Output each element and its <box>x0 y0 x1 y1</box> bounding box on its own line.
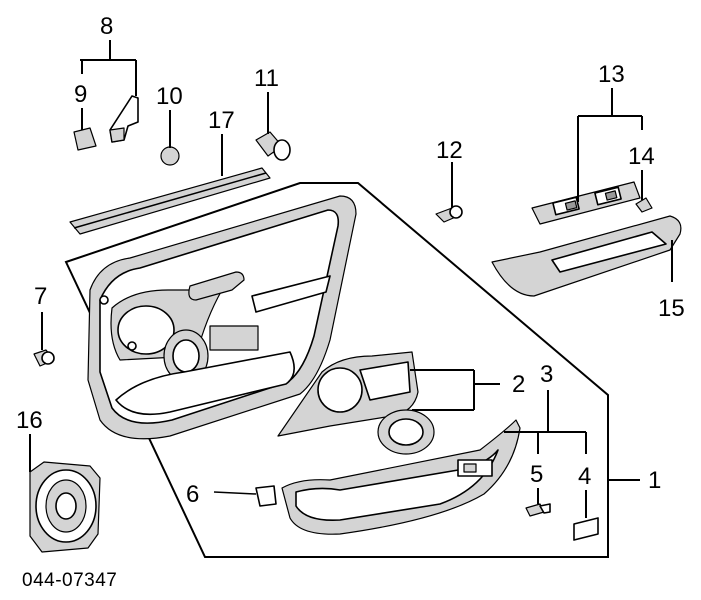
callout-10: 10 <box>156 83 183 110</box>
clip-item-10 <box>160 146 180 166</box>
callout-8: 8 <box>100 13 113 40</box>
block-item-9 <box>73 127 97 151</box>
door-trim-panel <box>87 195 357 440</box>
clip-item-14 <box>635 197 653 213</box>
callout-6: 6 <box>186 481 199 508</box>
clip-item-7 <box>33 349 55 367</box>
armrest-cover-item-15 <box>491 215 682 297</box>
clip-item-11 <box>255 131 291 161</box>
callout-1: 1 <box>648 467 661 494</box>
figure-code: 044-07347 <box>22 570 117 591</box>
callout-9: 9 <box>74 81 87 108</box>
callout-17: 17 <box>208 107 235 134</box>
leader-lines <box>29 40 673 518</box>
belt-molding-item-17 <box>69 167 271 235</box>
callout-2: 2 <box>512 371 525 398</box>
callout-16: 16 <box>16 407 43 434</box>
callout-11: 11 <box>254 65 279 92</box>
callout-labels: 8 9 10 11 17 12 13 14 15 7 16 2 3 5 4 1 … <box>16 13 685 508</box>
screw-item-6 <box>213 485 277 507</box>
callout-3: 3 <box>540 361 553 388</box>
callout-4: 4 <box>578 463 591 490</box>
upper-insert <box>277 351 419 437</box>
clip-item-5 <box>525 503 551 517</box>
bracket-item-8 <box>109 95 139 143</box>
switch-assembly-item-13 <box>531 181 641 225</box>
lower-pocket <box>281 419 521 535</box>
callout-5: 5 <box>530 461 543 488</box>
assembly-boundary <box>64 182 609 558</box>
pad-item-4 <box>573 517 599 541</box>
speaker-item-16 <box>29 461 101 553</box>
callout-12: 12 <box>436 137 463 164</box>
screw-item-12 <box>435 205 463 223</box>
callout-14: 14 <box>628 143 655 170</box>
callout-7: 7 <box>34 283 47 310</box>
callout-15: 15 <box>658 295 685 322</box>
callout-13: 13 <box>598 61 625 88</box>
